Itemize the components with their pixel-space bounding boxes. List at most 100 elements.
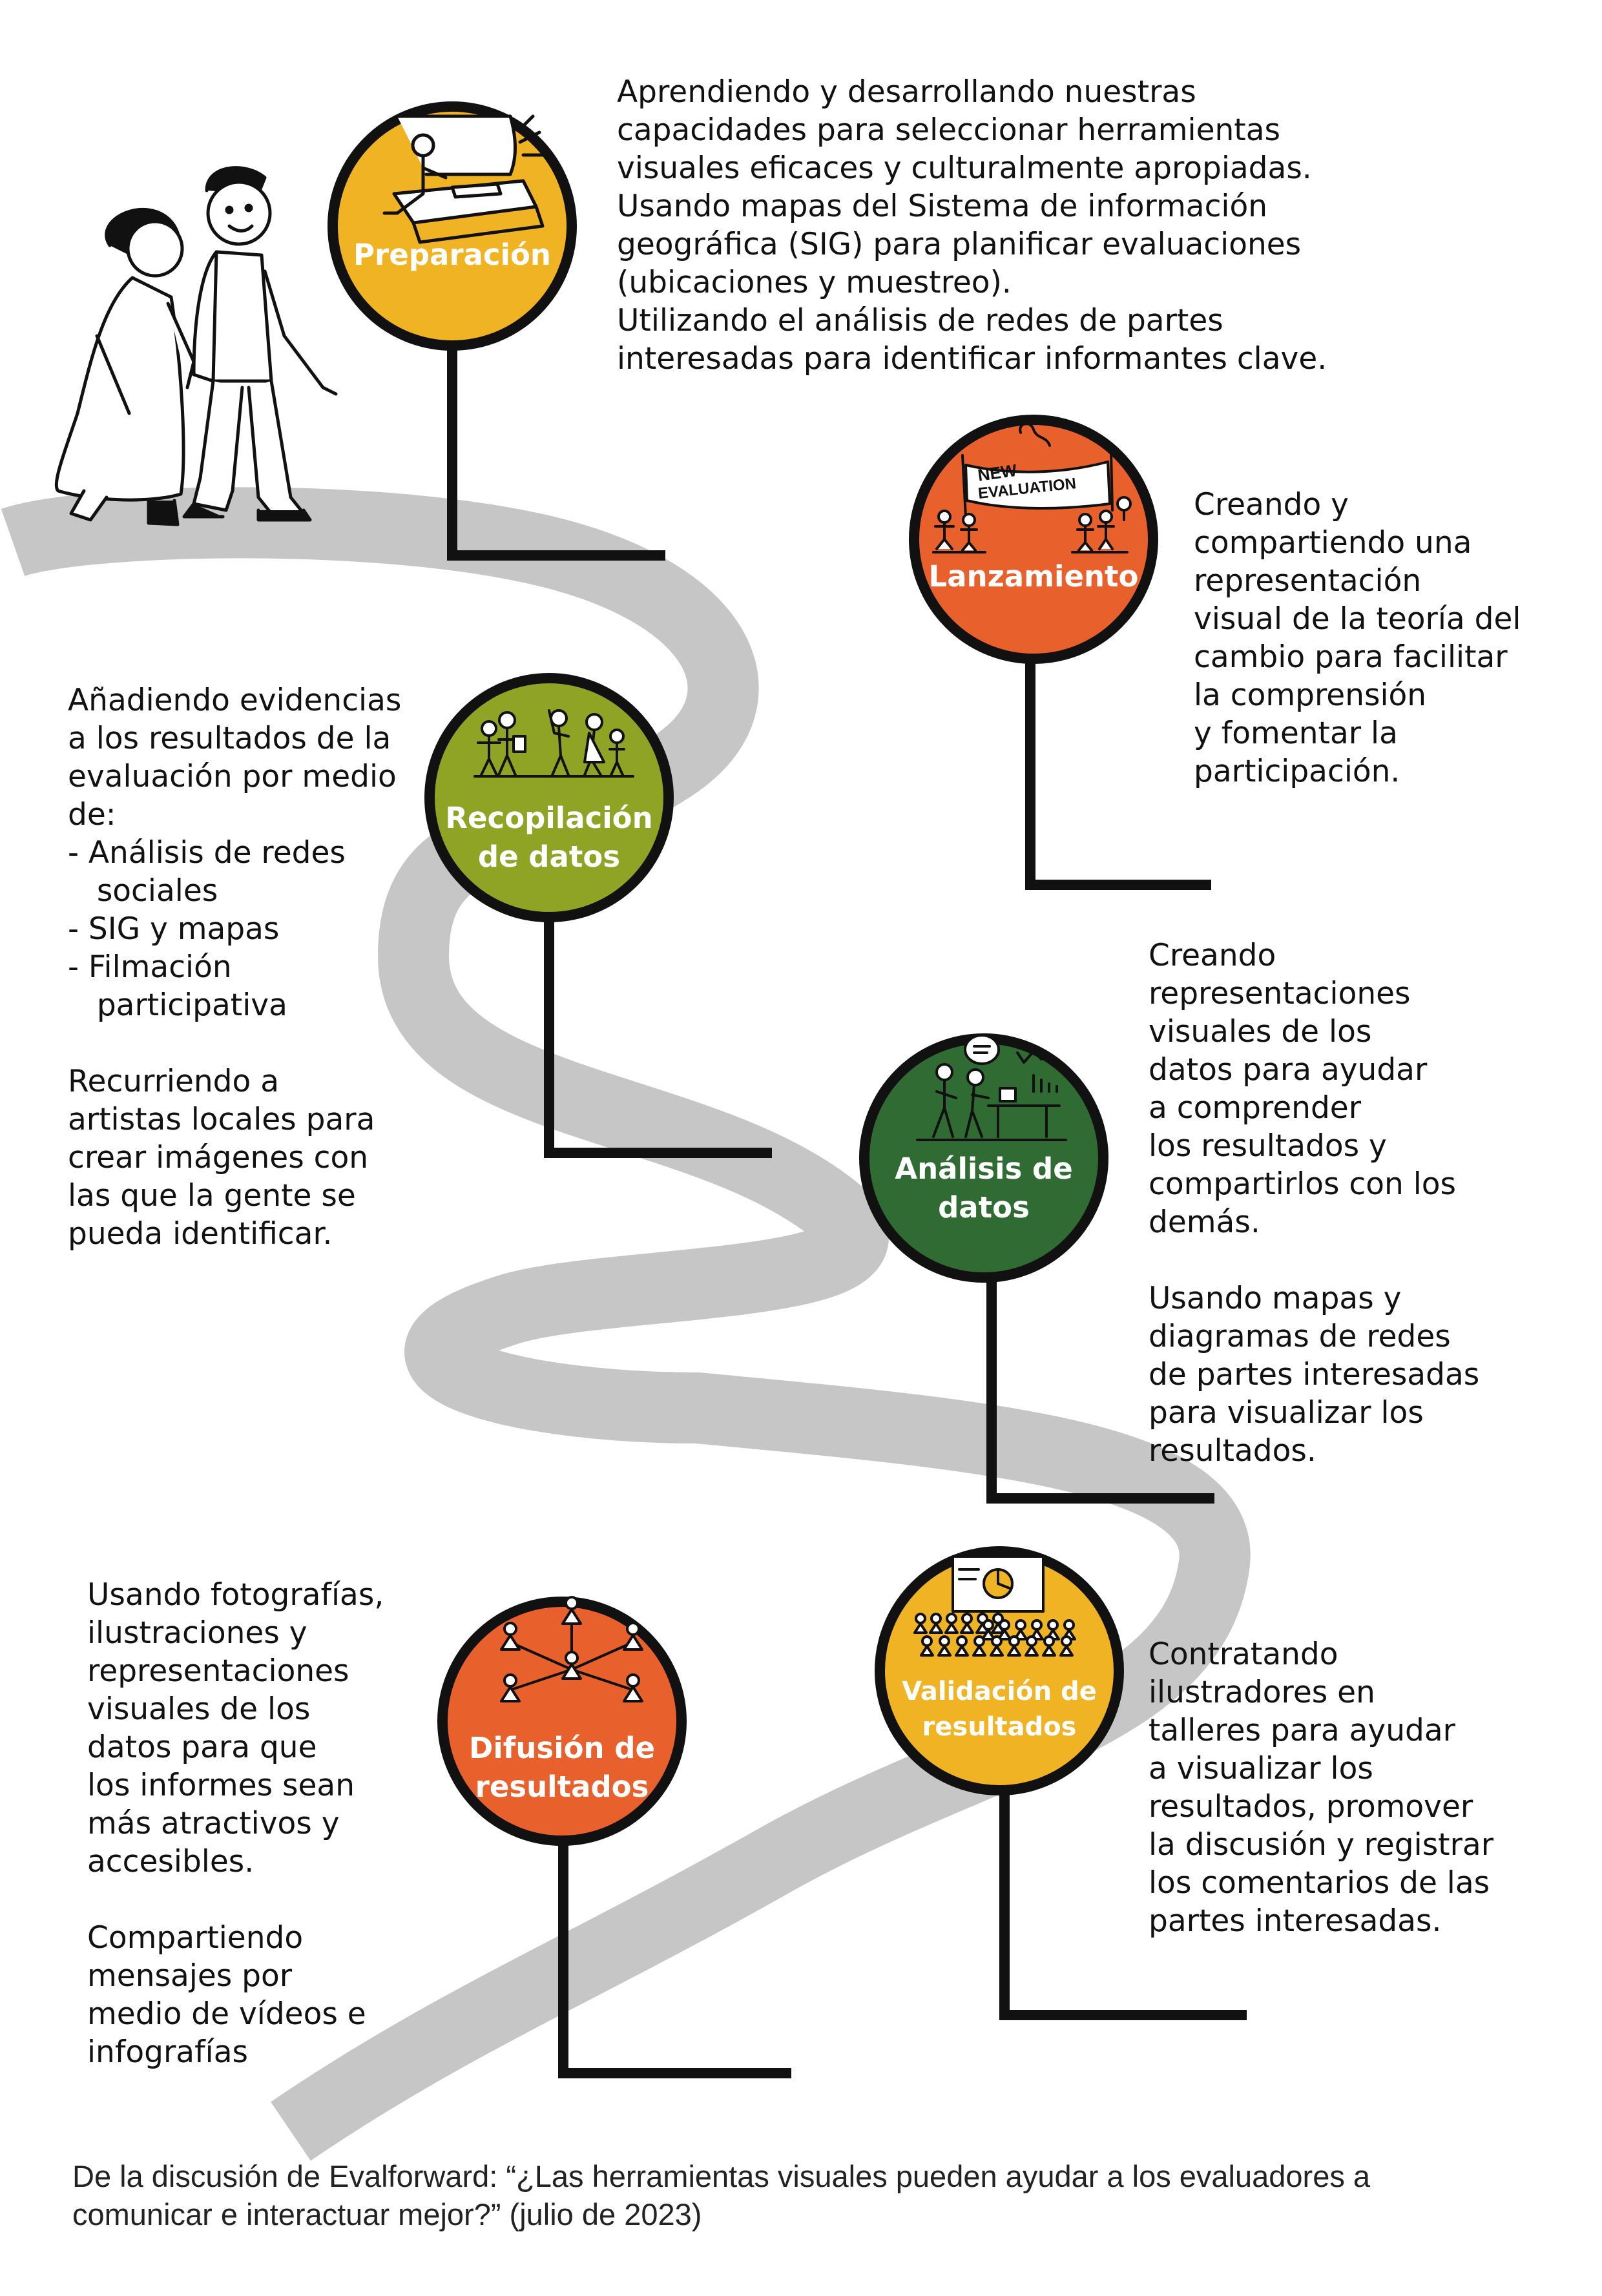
network-node-person: [561, 1596, 582, 1625]
pole-recopilacion: [544, 904, 772, 1158]
text-analisis-line: visuales de los: [1149, 1014, 1372, 1050]
network-people-icon: [500, 1596, 643, 1702]
text-validacion-line: a visualizar los: [1149, 1751, 1373, 1786]
text-preparacion-line: Usando mapas del Sistema de información: [617, 189, 1268, 224]
text-recopilacion-line: [68, 1024, 401, 1062]
stage-label-analisis: Análisis de datos: [868, 1150, 1100, 1227]
network-node-person: [500, 1622, 521, 1651]
text-difusion-line: accesibles.: [87, 1844, 255, 1879]
text-difusion-line: representaciones: [87, 1653, 349, 1689]
text-lanzamiento-line: Creando y: [1194, 487, 1349, 522]
text-recopilacion-line: pueda identificar.: [68, 1216, 333, 1252]
audience-person: [920, 1635, 934, 1657]
audience-person: [981, 1619, 995, 1640]
pole-lanzamiento: [1025, 646, 1211, 890]
pole-preparacion: [447, 336, 665, 561]
pole-validacion: [999, 1783, 1247, 2020]
woman-figure: [54, 207, 196, 526]
audience-person: [990, 1635, 1004, 1657]
audience-person: [1059, 1635, 1074, 1657]
network-nodes: [500, 1596, 643, 1702]
stage-disc-validacion: [875, 1546, 1124, 1795]
text-difusion-line: [87, 1881, 384, 1919]
text-validacion-line: talleres para ayudar: [1149, 1713, 1455, 1748]
text-analisis-line: resultados.: [1149, 1433, 1316, 1469]
text-difusion-line: infografías: [87, 2034, 248, 2070]
text-difusion-line: Usando fotografías,: [87, 1577, 384, 1613]
text-difusion-line: Compartiendo: [87, 1920, 304, 1956]
text-analisis-line: Usando mapas y: [1149, 1281, 1402, 1316]
audience-person: [929, 1613, 943, 1634]
text-difusion-line: mensajes por: [87, 1958, 293, 1994]
text-analisis-line: [1149, 1241, 1479, 1279]
stage-label-validacion-line: Validación de: [902, 1677, 1097, 1706]
audience-person: [1014, 1619, 1028, 1640]
text-preparacion-line: visuales eficaces y culturalmente apropi…: [617, 150, 1312, 186]
text-difusion-line: más atractivos y: [87, 1806, 340, 1841]
text-recopilacion-line: - SIG y mapas: [68, 911, 280, 947]
stage-label-analisis-line: datos: [938, 1190, 1030, 1225]
stage-label-difusion-line: Difusión de: [469, 1731, 655, 1765]
stage-poles: [447, 336, 1247, 2078]
text-validacion-line: ilustradores en: [1149, 1675, 1375, 1710]
stage-label-validacion: Validación de resultados: [883, 1674, 1116, 1745]
text-preparacion-line: Utilizando el análisis de redes de parte…: [617, 303, 1223, 338]
stage-label-analisis-line: Análisis de: [895, 1152, 1073, 1186]
text-lanzamiento-line: participación.: [1194, 754, 1400, 789]
text-analisis-line: los resultados y: [1149, 1128, 1387, 1164]
text-recopilacion-line: Recurriendo a: [68, 1064, 280, 1099]
text-recopilacion-line: Añadiendo evidencias: [68, 683, 402, 718]
text-analisis-line: a comprender: [1149, 1090, 1362, 1126]
text-difusion-line: medio de vídeos e: [87, 1996, 366, 2032]
stage-label-preparacion: Preparación: [336, 237, 568, 273]
text-recopilacion-line: participativa: [68, 988, 287, 1023]
stage-label-difusion-line: resultados: [475, 1770, 649, 1804]
text-recopilacion-line: artistas locales para: [68, 1102, 375, 1137]
text-recopilacion-line: a los resultados de la: [68, 721, 391, 756]
workshop-audience-icon: [913, 1555, 1076, 1657]
text-lanzamiento-line: y fomentar la: [1194, 716, 1398, 751]
text-analisis-line: para visualizar los: [1149, 1395, 1424, 1431]
text-recopilacion-line: las que la gente se: [68, 1178, 356, 1214]
text-lanzamiento-line: la comprensión: [1194, 677, 1427, 713]
text-difusion-line: ilustraciones y: [87, 1615, 307, 1651]
audience-person: [944, 1613, 959, 1634]
text-lanzamiento-line: cambio para facilitar: [1194, 639, 1508, 675]
network-node-person: [623, 1622, 643, 1651]
audience-person: [997, 1619, 1012, 1640]
text-analisis-line: demás.: [1149, 1205, 1260, 1240]
text-recopilacion-line: - Filmación: [68, 949, 232, 985]
text-recopilacion-line: - Análisis de redes: [68, 835, 346, 871]
text-lanzamiento-line: visual de la teoría del: [1194, 601, 1521, 637]
text-lanzamiento-line: compartiendo una: [1194, 525, 1472, 561]
text-preparacion-line: interesadas para identificar informantes…: [617, 341, 1327, 377]
unboxing-icon: [382, 114, 548, 244]
caption-line: De la discusión de Evalforward: “¿Las he…: [72, 2159, 1371, 2193]
text-preparacion-line: capacidades para seleccionar herramienta…: [617, 112, 1281, 148]
text-preparacion-line: geográfica (SIG) para planificar evaluac…: [617, 227, 1302, 262]
stage-label-lanzamiento-line: Lanzamiento: [928, 559, 1139, 594]
audience-person: [972, 1635, 986, 1657]
text-analisis-line: de partes interesadas: [1149, 1357, 1480, 1392]
text-preparacion-line: (ubicaciones y muestreo).: [617, 265, 1012, 300]
pole-difusion: [558, 1828, 791, 2078]
text-recopilacion-line: de:: [68, 797, 116, 833]
group-people-icon: [473, 709, 634, 778]
pole-analisis: [986, 1266, 1214, 1504]
audience-person: [955, 1635, 969, 1657]
man-figure: [182, 166, 338, 522]
audience-person: [960, 1613, 974, 1634]
stage-disc-lanzamiento: [909, 415, 1158, 664]
text-analisis-line: datos para ayudar: [1149, 1052, 1428, 1088]
stage-label-recopilacion-line: de datos: [477, 840, 621, 874]
text-validacion-line: Contratando: [1149, 1637, 1338, 1672]
stage-label-validacion-line: resultados: [922, 1712, 1077, 1742]
text-validacion-line: la discusión y registrar: [1149, 1827, 1494, 1863]
text-difusion-line: datos para que: [87, 1730, 317, 1765]
network-node-person: [500, 1673, 521, 1702]
